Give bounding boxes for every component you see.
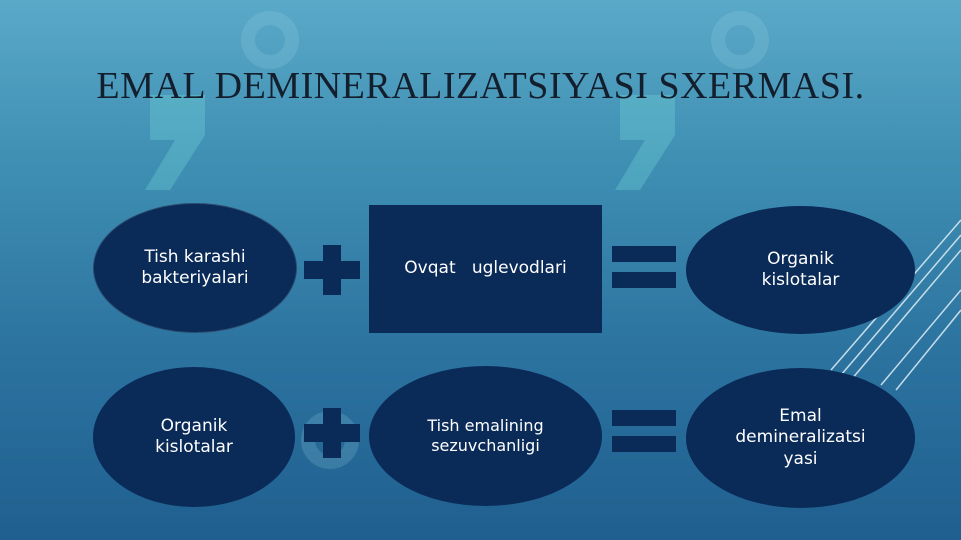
equals-icon <box>612 246 676 288</box>
node-label: Organik kislotalar <box>155 415 233 457</box>
plus-icon <box>304 408 360 458</box>
page-title: EMAL DEMINERALIZATSIYASI SXERMASI. <box>96 65 865 107</box>
node-label: Emal demineralizatsi yasi <box>735 406 866 469</box>
node-label: Ovqat uglevodlari <box>404 258 567 279</box>
equals-icon <box>612 410 676 452</box>
node-label: Organik kislotalar <box>761 248 840 290</box>
node-label: Tish emalining sezuvchanligi <box>427 416 544 455</box>
node-emal-demineralizatsiyasi: Emal demineralizatsi yasi <box>686 368 915 508</box>
node-tish-emalining-sezuvchanligi: Tish emalining sezuvchanligi <box>369 366 602 506</box>
node-tish-karashi-bakteriyalari: Tish karashi bakteriyalari <box>93 203 297 333</box>
node-ovqat-uglevodlari: Ovqat uglevodlari <box>369 205 602 333</box>
isoft-logo-icon <box>145 95 675 190</box>
node-label: Tish karashi bakteriyalari <box>141 246 249 288</box>
node-organik-kislotalar-2: Organik kislotalar <box>93 367 295 507</box>
plus-icon <box>304 245 360 295</box>
node-organik-kislotalar: Organik kislotalar <box>686 206 915 334</box>
